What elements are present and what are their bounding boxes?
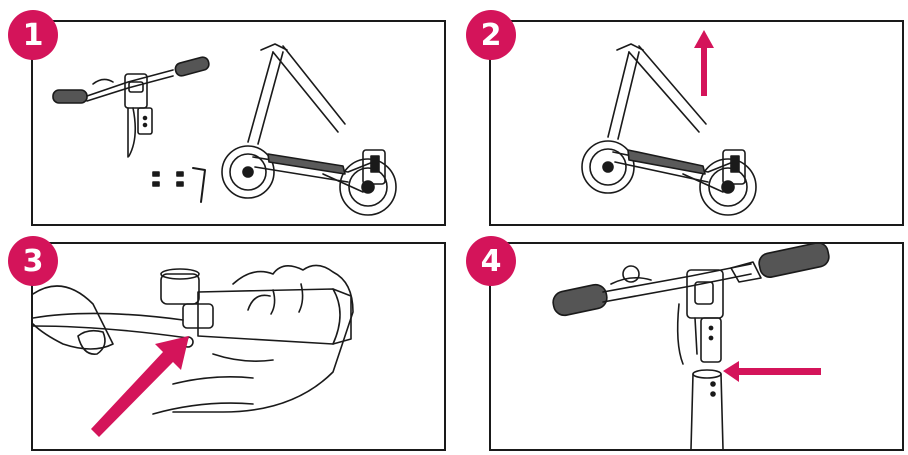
step-1-illustration (52, 43, 397, 216)
screws-and-allen-key (152, 171, 184, 187)
step-4-illustration (552, 244, 830, 449)
step-badge-2: 2 (466, 10, 516, 60)
folded-scooter-illustration (581, 43, 757, 216)
step-2-panel (489, 20, 904, 226)
step-4-panel (489, 242, 904, 451)
step-badge-3: 3 (8, 236, 58, 286)
left-arrow (723, 361, 821, 382)
diagonal-arrow (91, 336, 189, 437)
handlebar-illustration (52, 56, 210, 158)
step-3-illustration (33, 264, 354, 437)
step-1-panel (31, 20, 446, 226)
up-arrow (694, 30, 714, 96)
hands-illustration (33, 264, 354, 415)
step-badge-1: 1 (8, 10, 58, 60)
step-badge-4: 4 (466, 236, 516, 286)
steering-stem (690, 369, 724, 449)
step-3-panel (31, 242, 446, 451)
folded-scooter-illustration (221, 43, 397, 216)
handlebar-closeup (160, 268, 352, 345)
handlebar-illustration (552, 244, 830, 365)
step-2-illustration (581, 30, 757, 216)
